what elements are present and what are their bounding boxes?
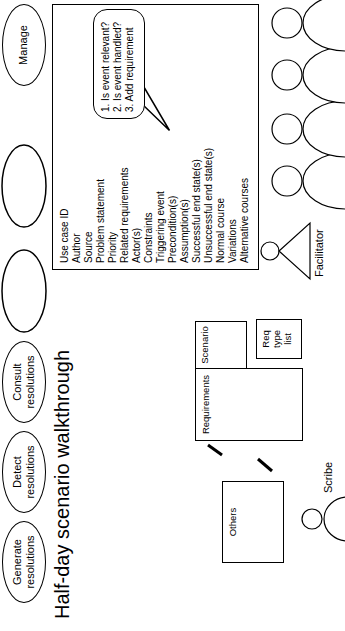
participant-head: [272, 60, 302, 90]
activity-oval: Detect resolutions: [2, 431, 46, 513]
role-label: Facilitator: [313, 229, 326, 277]
node-text: 1. Is event relevant?: [100, 16, 112, 112]
template-field: Alternative courses: [239, 121, 251, 263]
template-field: Constraints: [143, 121, 155, 263]
participant-body: [303, 47, 345, 103]
template-field: Priority: [107, 121, 119, 263]
template-field: Related requirements: [119, 121, 131, 263]
activity-oval: Manage: [2, 4, 46, 86]
node-text: Scenario: [199, 325, 210, 365]
pointer-bar: [258, 459, 272, 471]
pointer-bar: [208, 445, 222, 455]
node-text: 2. Is event handled?: [112, 16, 124, 112]
flipchart-board: Others: [222, 481, 284, 563]
flipchart-board: Scenario: [195, 321, 247, 369]
hidden-oval: [2, 250, 46, 332]
speech-bubble: 1. Is event relevant?2. Is event handled…: [93, 9, 145, 119]
template-field: Assumption(s): [179, 121, 191, 263]
participant-head: [272, 114, 302, 144]
template-field: Actor(s): [131, 121, 143, 263]
bubble-tail: [143, 85, 170, 131]
template-field: Normal course: [215, 121, 227, 263]
facilitator-body: [279, 223, 310, 279]
participant-head: [272, 8, 302, 38]
node-text: Requirements: [200, 373, 211, 436]
participant-body: [303, 0, 345, 51]
role-label: Scribe: [322, 462, 335, 493]
node-text: Manage: [17, 8, 30, 82]
flipchart-board: Requirements: [195, 368, 303, 441]
activity-oval: Generate resolutions: [2, 521, 46, 603]
template-field: Successful end state(s): [191, 121, 203, 263]
template-field: Precondition(s): [167, 121, 179, 263]
facilitator-head: [261, 242, 279, 260]
participant-body: [303, 101, 345, 157]
template-field: Author: [71, 121, 83, 263]
node-text: Generate resolutions: [11, 525, 37, 599]
template-field: Source: [83, 121, 95, 263]
template-field: Triggering event: [155, 121, 167, 263]
participant-body: [303, 153, 345, 209]
node-text: 3. Add requirement: [124, 16, 136, 112]
activity-oval: Consult resolutions: [2, 341, 46, 423]
template-field: Variations: [227, 121, 239, 263]
participant-head: [272, 166, 302, 196]
slide-title: Half-day scenario walkthrough: [50, 350, 74, 619]
template-field: Unsuccessful end state(s): [203, 121, 215, 263]
node-text: Others: [227, 486, 238, 558]
list-box: Req type list: [256, 319, 302, 359]
template-box: Use case IDAuthorSourceProblem statement…: [52, 4, 259, 270]
hidden-oval: [2, 145, 46, 227]
node-text: Detect resolutions: [11, 435, 37, 509]
node-text: Consult resolutions: [11, 345, 37, 419]
node-text: Req type list: [260, 323, 293, 355]
template-field: Use case ID: [59, 121, 71, 263]
scribe-head: [302, 509, 322, 529]
template-field: Problem statement: [95, 121, 107, 263]
scribe-body: [324, 497, 345, 541]
